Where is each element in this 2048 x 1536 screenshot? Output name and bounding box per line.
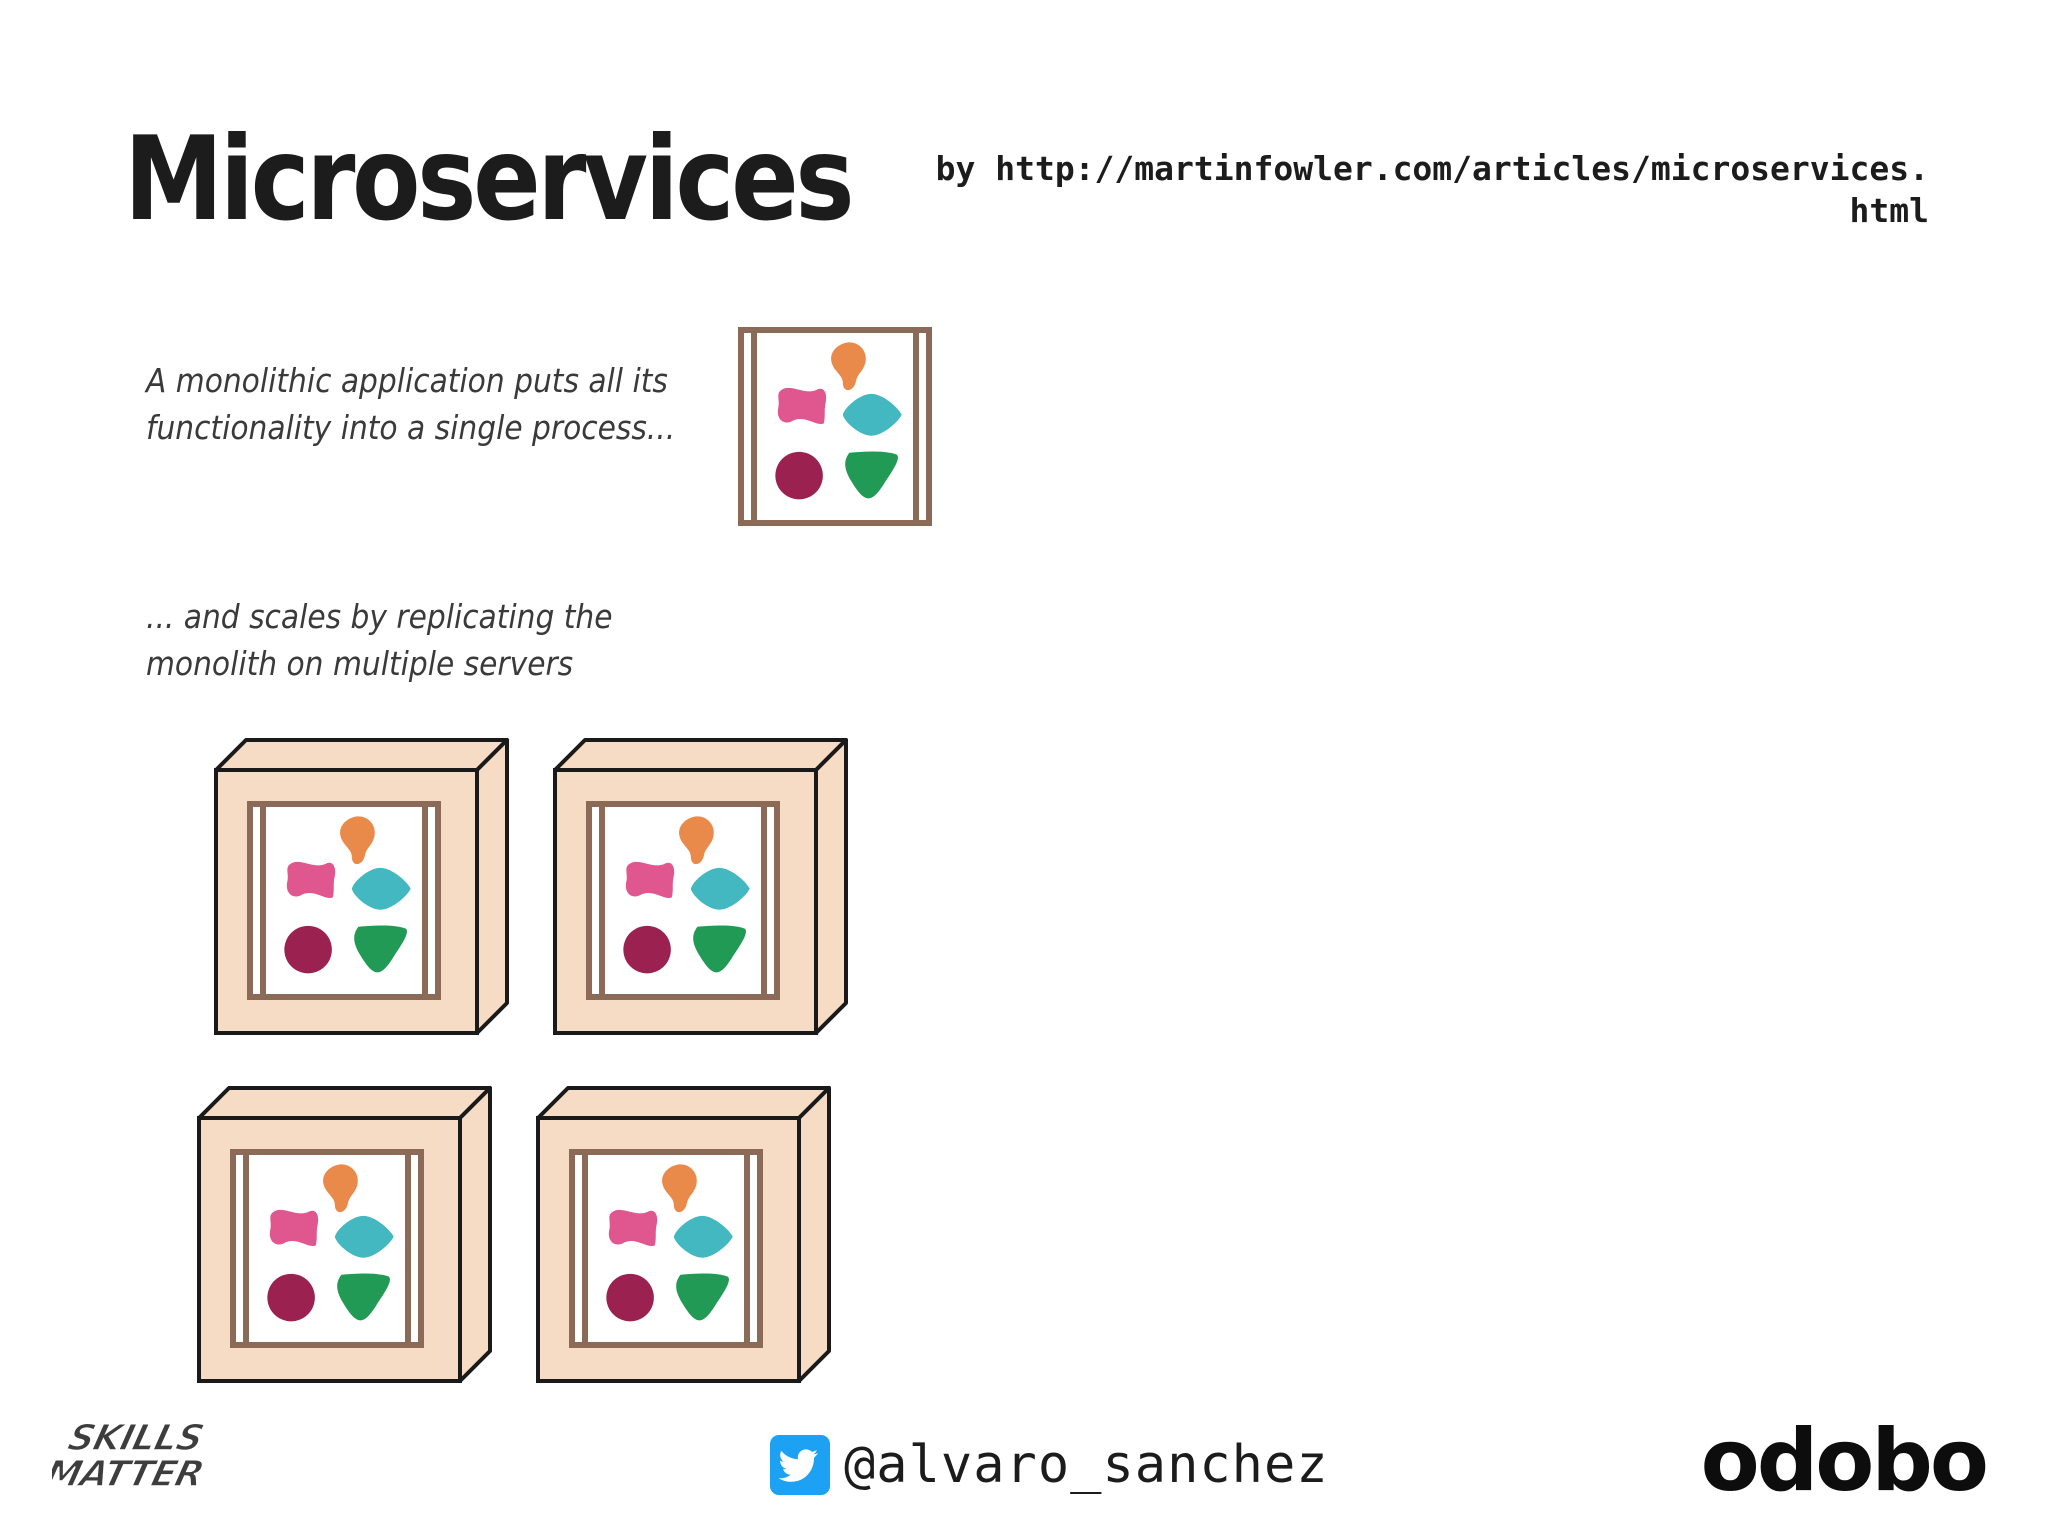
slide-title: Microservices — [124, 112, 855, 247]
server-top-face — [536, 1086, 831, 1120]
server-side-face — [475, 738, 509, 1035]
twitter-handle: @alvaro_sanchez — [844, 1435, 1329, 1495]
server-side-face — [797, 1086, 831, 1383]
server-top-face — [197, 1086, 492, 1120]
monolith-process — [738, 327, 932, 526]
monolith-frame — [738, 327, 932, 526]
server-monolith-2 — [586, 801, 780, 1000]
server-monolith-4 — [569, 1149, 763, 1348]
server-side-face — [814, 738, 848, 1035]
scaling-caption: ... and scales by replicating the monoli… — [146, 593, 613, 687]
scaling-caption-line-1: ... and scales by replicating the — [146, 597, 613, 636]
odobo-logo: odobo — [1700, 1411, 1989, 1511]
svg-text:SKILLS: SKILLS — [64, 1417, 208, 1459]
server-top-face — [553, 738, 848, 772]
server-4 — [536, 1086, 831, 1383]
twitter-handle-group[interactable]: @alvaro_sanchez — [770, 1435, 1329, 1495]
scaling-caption-line-2: monolith on multiple servers — [146, 644, 574, 683]
twitter-bird-icon — [770, 1435, 830, 1495]
server-group — [197, 738, 848, 1383]
svg-text:MATTER: MATTER — [52, 1453, 208, 1495]
skills-matter-logo: SKILLS MATTER — [52, 1416, 209, 1496]
monolith-caption-line-1: A monolithic application puts all its — [146, 361, 668, 400]
server-top-face — [214, 738, 509, 772]
server-monolith-1 — [247, 801, 441, 1000]
source-citation-line-2: html — [1849, 191, 1929, 230]
monolith-caption-line-2: functionality into a single process... — [146, 408, 676, 447]
server-monolith-3 — [230, 1149, 424, 1348]
server-3 — [197, 1086, 492, 1383]
source-citation-line-1: by http://martinfowler.com/articles/micr… — [935, 149, 1929, 188]
server-side-face — [458, 1086, 492, 1383]
monolith-caption: A monolithic application puts all its fu… — [146, 357, 675, 451]
source-citation: by http://martinfowler.com/articles/micr… — [829, 148, 1929, 232]
server-2 — [553, 738, 848, 1035]
server-1 — [214, 738, 509, 1035]
